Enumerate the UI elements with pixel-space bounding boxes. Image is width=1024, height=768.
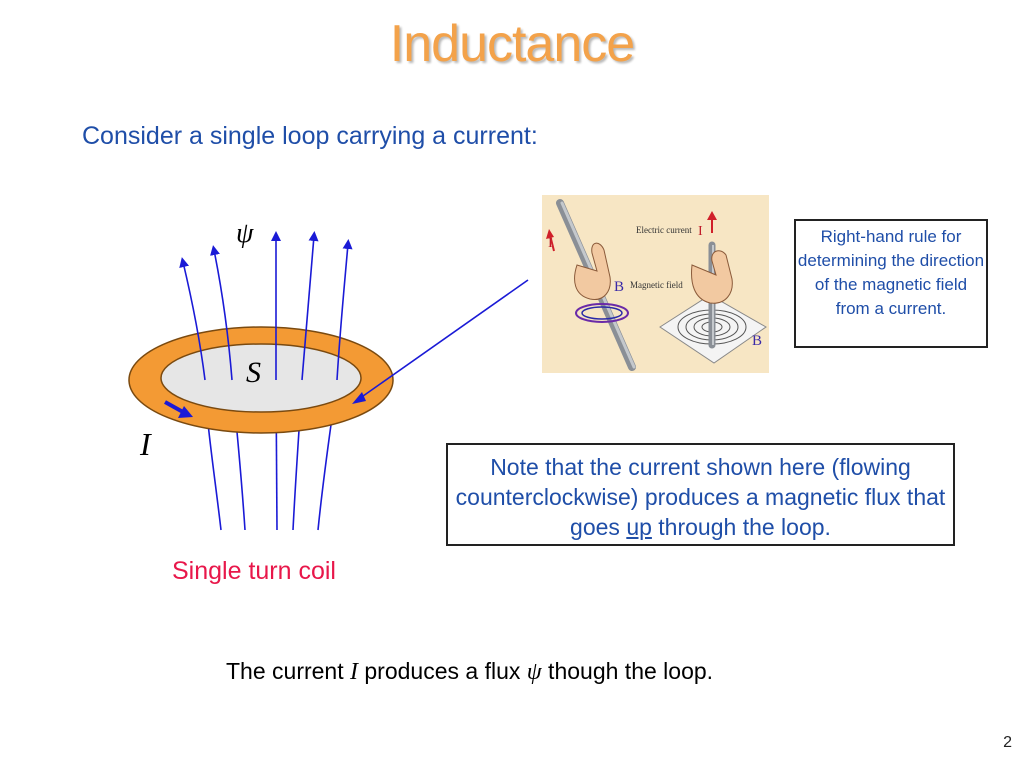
photo-electric-current-label: Electric current xyxy=(636,225,692,235)
note-box: Note that the current shown here (flowin… xyxy=(446,443,955,546)
bottom-flux-symbol: ψ xyxy=(526,659,542,685)
flux-symbol: ψ xyxy=(236,218,254,249)
bottom-text-after: though the loop. xyxy=(541,658,714,684)
surface-label: S xyxy=(246,356,261,389)
field-lines-upper xyxy=(179,231,353,381)
photo-b-label-left: B xyxy=(614,279,624,295)
current-label: I xyxy=(139,426,152,462)
photo-magnetic-field-label: Magnetic field xyxy=(630,280,683,290)
photo-current-label-left: I xyxy=(548,236,553,251)
bottom-text-before: The current xyxy=(226,658,350,684)
photo-current-label-right: I xyxy=(698,224,703,239)
right-hand-rule-caption: Right-hand rule for determining the dire… xyxy=(794,219,988,348)
bottom-current-symbol: I xyxy=(350,659,358,685)
note-text-before: Note that the current shown here (flowin… xyxy=(455,454,946,540)
intro-text: Consider a single loop carrying a curren… xyxy=(82,122,538,150)
current-direction-arrow xyxy=(164,400,193,418)
loop-surface xyxy=(160,343,362,413)
coil-caption: Single turn coil xyxy=(172,557,336,585)
bottom-statement: The current I produces a flux ψ though t… xyxy=(226,658,713,686)
right-hand-rule-image: I Electric current I B Magnetic field B xyxy=(542,195,769,373)
photo-b-label-right: B xyxy=(752,333,762,349)
pointer-line xyxy=(355,279,529,402)
page-number: 2 xyxy=(1003,734,1012,751)
bottom-text-middle: produces a flux xyxy=(358,658,527,684)
slide-title: Inductance xyxy=(389,15,635,73)
note-text-after: through the loop. xyxy=(651,514,831,540)
note-underlined-word: up xyxy=(626,514,652,540)
